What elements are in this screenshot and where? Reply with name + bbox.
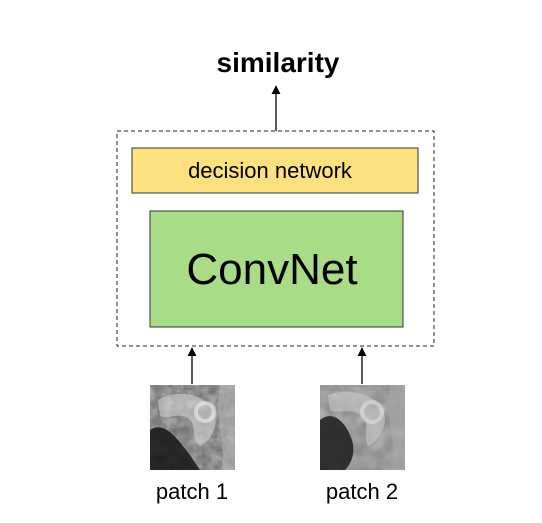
- patch-1-label: patch 1: [156, 479, 228, 504]
- patch-1-image: [150, 385, 235, 470]
- decision-network-label: decision network: [188, 158, 353, 183]
- convnet-label: ConvNet: [186, 245, 357, 294]
- patch-2-image: [320, 385, 405, 470]
- patch-2-label: patch 2: [326, 479, 398, 504]
- similarity-label: similarity: [217, 47, 340, 78]
- convnet-box: [149, 210, 404, 328]
- decision-network-box: [131, 147, 419, 194]
